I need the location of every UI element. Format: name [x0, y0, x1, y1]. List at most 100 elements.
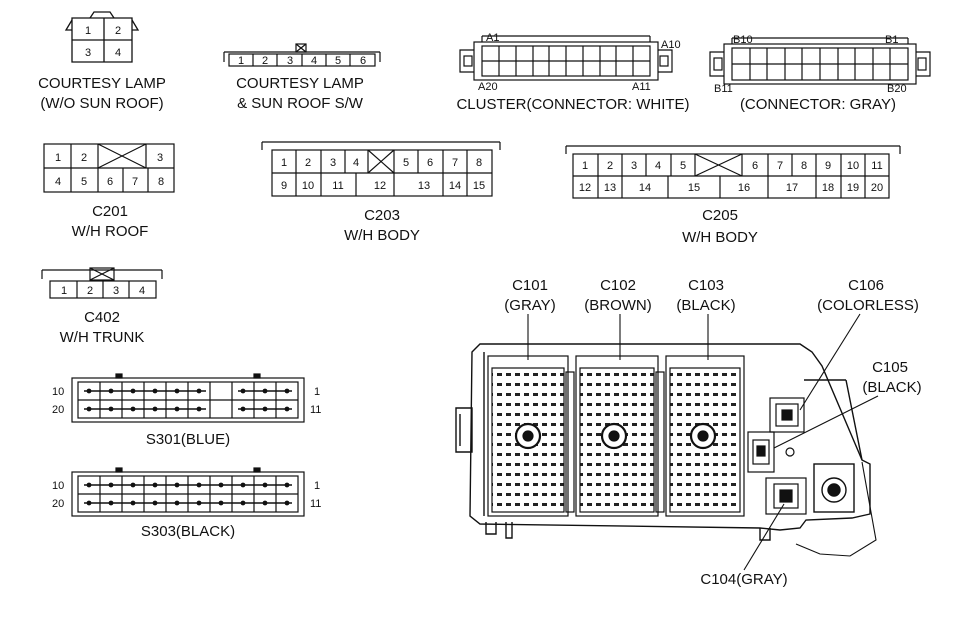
pin-label: 1 — [281, 157, 287, 169]
pin-label: 20 — [52, 404, 64, 416]
pin-label: 5 — [335, 55, 341, 67]
pin-label: 4 — [655, 160, 661, 172]
c102-id: C102 — [600, 277, 636, 294]
pin-label: 6 — [107, 176, 113, 188]
pin-label: 12 — [579, 182, 591, 194]
pin-label: 14 — [449, 180, 461, 192]
pin-label: 3 — [631, 160, 637, 172]
pin-label: 9 — [825, 160, 831, 172]
pin-label: 3 — [85, 47, 91, 59]
pin-label: 2 — [81, 152, 87, 164]
c203-connector — [261, 141, 501, 197]
pin-a20-label: A20 — [478, 81, 498, 93]
pin-label: 12 — [374, 180, 386, 192]
connector-desc: W/H BODY — [682, 229, 758, 246]
pin-a10-label: A10 — [661, 39, 681, 51]
pin-label: 2 — [607, 160, 613, 172]
c101-block — [487, 355, 575, 517]
c106-id: C106 — [848, 277, 884, 294]
pin-label: 5 — [680, 160, 686, 172]
pin-label: 2 — [115, 25, 121, 37]
c102-color: (BROWN) — [584, 297, 652, 314]
pin-label: 2 — [87, 285, 93, 297]
s303-pin-dots — [86, 482, 290, 506]
s301-pin-dots — [86, 388, 290, 412]
pin-label: 3 — [330, 157, 336, 169]
pin-label: 1 — [314, 386, 320, 398]
pin-label: 4 — [311, 55, 317, 67]
pin-label: 11 — [332, 180, 343, 192]
pin-label: 3 — [113, 285, 119, 297]
pin-label: 18 — [822, 182, 834, 194]
c205-connector — [565, 145, 901, 199]
c105-block — [747, 431, 795, 473]
connector-name: (CONNECTOR: GRAY) — [740, 96, 896, 113]
pin-b20-label: B20 — [887, 83, 907, 95]
pin-label: 4 — [115, 47, 121, 59]
c201-connector — [43, 143, 175, 193]
connector-desc: W/H ROOF — [72, 223, 149, 240]
pin-label: 20 — [871, 182, 883, 194]
connector-name: CLUSTER(CONNECTOR: WHITE) — [456, 96, 689, 113]
s303-splice-pack — [71, 467, 305, 517]
connector-desc: W/H TRUNK — [60, 329, 145, 346]
pin-label: 11 — [871, 160, 882, 172]
pin-label: 1 — [314, 480, 320, 492]
pin-label: 8 — [158, 176, 164, 188]
c402-connector — [41, 267, 163, 299]
pin-label: 7 — [777, 160, 783, 172]
c104-block — [765, 477, 807, 515]
pin-label: 16 — [738, 182, 750, 194]
connector-name: S303(BLACK) — [141, 523, 235, 540]
pin-label: 13 — [418, 180, 430, 192]
pin-label: 2 — [305, 157, 311, 169]
connector-id: C201 — [92, 203, 128, 220]
pin-label: 7 — [452, 157, 458, 169]
connector-desc: (W/O SUN ROOF) — [40, 95, 163, 112]
pin-label: 6 — [752, 160, 758, 172]
pin-label: 2 — [262, 55, 268, 67]
pin-label: 1 — [61, 285, 67, 297]
pin-label: 1 — [582, 160, 588, 172]
pin-b10-label: B10 — [733, 34, 753, 46]
pin-label: 4 — [139, 285, 145, 297]
pin-label: 10 — [302, 180, 314, 192]
pin-label: 6 — [360, 55, 366, 67]
pin-label: 15 — [688, 182, 700, 194]
c101-id: C101 — [512, 277, 548, 294]
pin-label: 20 — [52, 498, 64, 510]
connector-desc: & SUN ROOF S/W — [237, 95, 364, 112]
pin-label: 9 — [281, 180, 287, 192]
c106-color: (COLORLESS) — [817, 297, 919, 314]
pin-label: 1 — [238, 55, 244, 67]
pin-a1-label: A1 — [486, 32, 499, 44]
relay-socket — [813, 463, 855, 513]
pin-label: 8 — [476, 157, 482, 169]
c105-id: C105 — [872, 359, 908, 376]
connector-name: COURTESY LAMP — [38, 75, 166, 92]
gray-connector — [709, 37, 931, 85]
c104-label: C104(GRAY) — [700, 571, 787, 588]
pin-label: 11 — [310, 498, 321, 510]
pin-label: 5 — [81, 176, 87, 188]
connector-desc: W/H BODY — [344, 227, 420, 244]
connector-id: C203 — [364, 207, 400, 224]
c105-color: (BLACK) — [862, 379, 921, 396]
s301-splice-pack — [71, 373, 305, 423]
pin-label: 14 — [639, 182, 651, 194]
connector-id: C402 — [84, 309, 120, 326]
pin-b1-label: B1 — [885, 34, 898, 46]
pin-label: 5 — [403, 157, 409, 169]
pin-label: 10 — [52, 480, 64, 492]
pin-label: 4 — [353, 157, 359, 169]
c102-block — [575, 355, 665, 517]
connector-name: COURTESY LAMP — [236, 75, 364, 92]
pin-label: 1 — [85, 25, 91, 37]
pin-a11-label: A11 — [632, 81, 651, 93]
courtesy-lamp-sunroof-connector — [223, 43, 381, 67]
pin-label: 19 — [847, 182, 859, 194]
pin-label: 3 — [287, 55, 293, 67]
connector-id: C205 — [702, 207, 738, 224]
c101-color: (GRAY) — [504, 297, 555, 314]
